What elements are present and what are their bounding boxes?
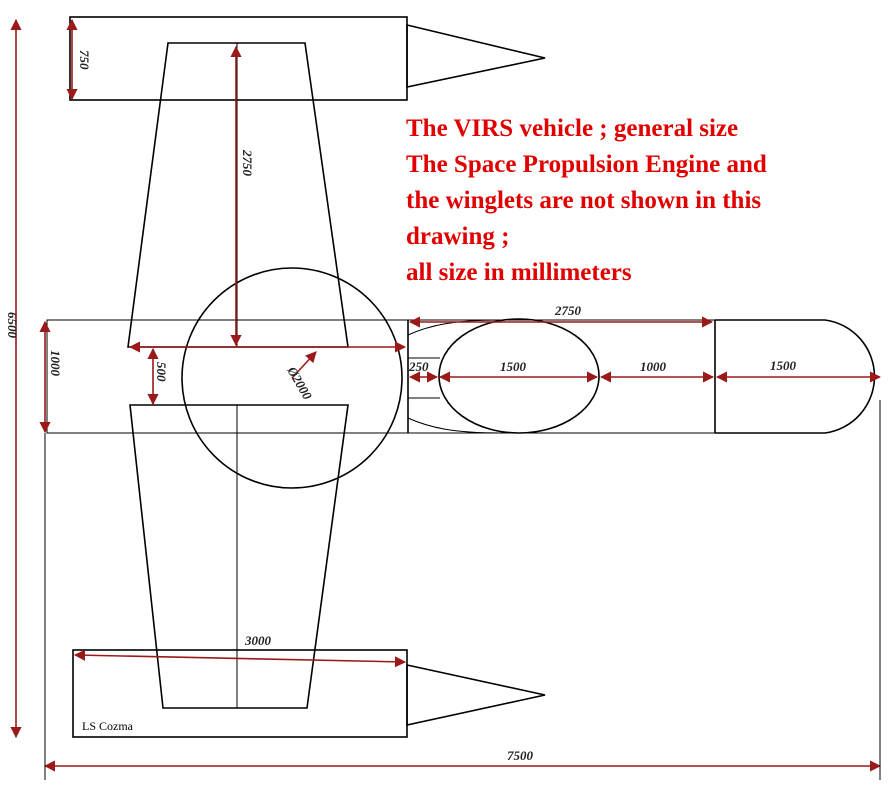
dim-nose-length: 2750 [554,303,582,318]
upper-wing [127,42,349,348]
dim-pod-length: 3000 [244,633,272,648]
tank-1 [438,318,600,434]
dim-tank-1: 1500 [500,359,527,374]
note-line-1: The VIRS vehicle ; general size [406,115,739,142]
dimension-lines [10,18,882,780]
nose-section [407,318,876,434]
dim-fuselage-height: 1000 [48,350,63,377]
dim-body-diameter: Ø2000 [284,363,315,402]
note-line-4: drawing ; [406,223,510,250]
central-body [181,267,403,489]
dim-tank-2: 1500 [770,358,797,373]
bottom-nozzle [406,664,546,726]
note-line-3: the winglets are not shown in this [406,187,762,214]
dim-spacer: 250 [408,359,429,374]
note-line-2: The Space Propulsion Engine and [406,151,767,178]
drawing-note: The VIRS vehicle ; general size The Spac… [406,111,767,291]
fuselage-band [46,319,409,434]
lower-wing [129,404,349,709]
dim-pod-width: 750 [77,50,92,70]
author-credit: LS Cozma [82,719,133,733]
top-nozzle [406,23,546,88]
dim-wing-root: 500 [154,362,169,382]
dim-wing-span: 2750 [240,149,255,177]
dim-total-height: 6500 [5,312,20,339]
note-line-5: all size in millimeters [406,259,632,286]
dim-gap: 1000 [640,359,667,374]
dim-total-length: 7500 [507,748,534,763]
